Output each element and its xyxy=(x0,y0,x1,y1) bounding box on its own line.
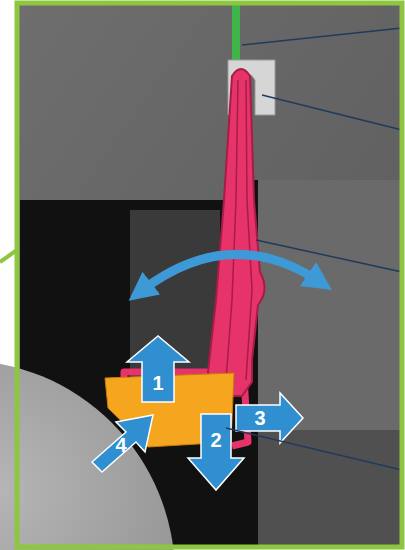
callout-number: 2 xyxy=(210,430,221,450)
frame xyxy=(17,3,402,547)
callout-number: 1 xyxy=(152,373,163,393)
spring xyxy=(208,69,265,396)
callout-number: 4 xyxy=(115,435,126,455)
green-strip xyxy=(232,5,240,63)
frame-connector xyxy=(0,250,17,262)
force-arrow xyxy=(92,415,153,472)
force-arrow xyxy=(127,336,189,402)
housing-lower xyxy=(258,430,400,545)
spring-detail xyxy=(226,80,252,380)
swing-arrow xyxy=(140,254,320,292)
callout-number: 3 xyxy=(254,408,265,428)
leader-lines xyxy=(226,28,402,470)
force-arrow xyxy=(236,393,303,443)
